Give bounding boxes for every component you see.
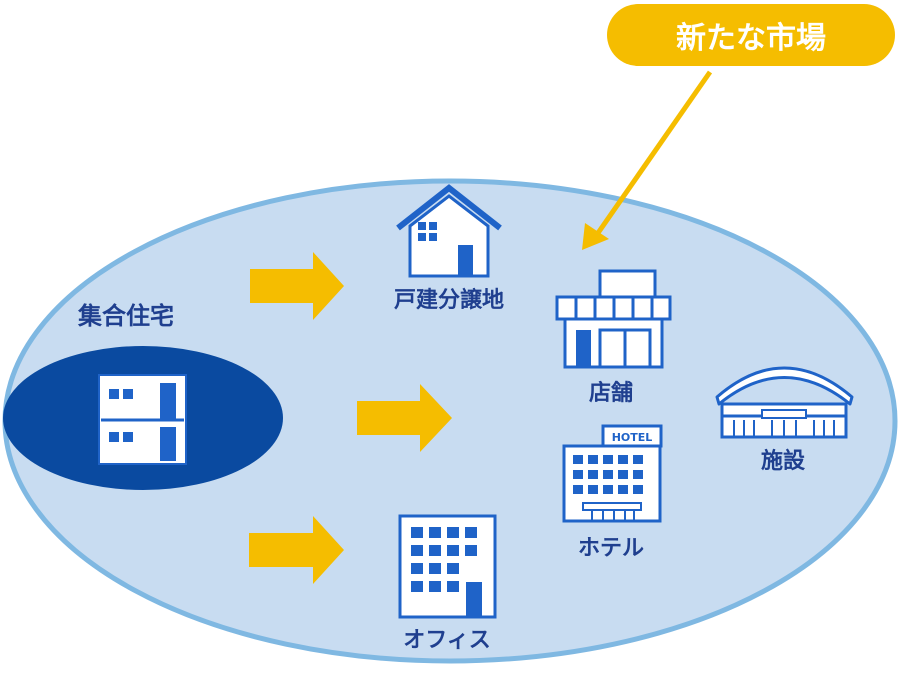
office-label: オフィス xyxy=(403,628,491,653)
arrow-to-office xyxy=(249,516,344,584)
arrow-to-commercial xyxy=(357,384,452,452)
facility-label: 施設 xyxy=(760,449,806,474)
facility-icon xyxy=(715,366,854,439)
apartment-icon xyxy=(98,374,187,465)
house-icon xyxy=(396,184,502,278)
detached-housing-label: 戸建分譲地 xyxy=(393,288,505,313)
store-icon xyxy=(555,269,672,369)
store-label: 店舗 xyxy=(588,381,634,406)
callout-arrow xyxy=(582,70,713,250)
hotel-icon: HOTEL xyxy=(562,424,663,523)
arrow-to-detached xyxy=(250,252,344,320)
office-building-icon xyxy=(398,514,497,619)
hotel-label: ホテル xyxy=(577,536,645,561)
current-market-label: 集合住宅 xyxy=(78,302,174,330)
new-market-callout: 新たな市場 xyxy=(607,4,895,66)
hotel-sign-text: HOTEL xyxy=(612,431,653,444)
new-market-label: 新たな市場 xyxy=(676,21,826,56)
